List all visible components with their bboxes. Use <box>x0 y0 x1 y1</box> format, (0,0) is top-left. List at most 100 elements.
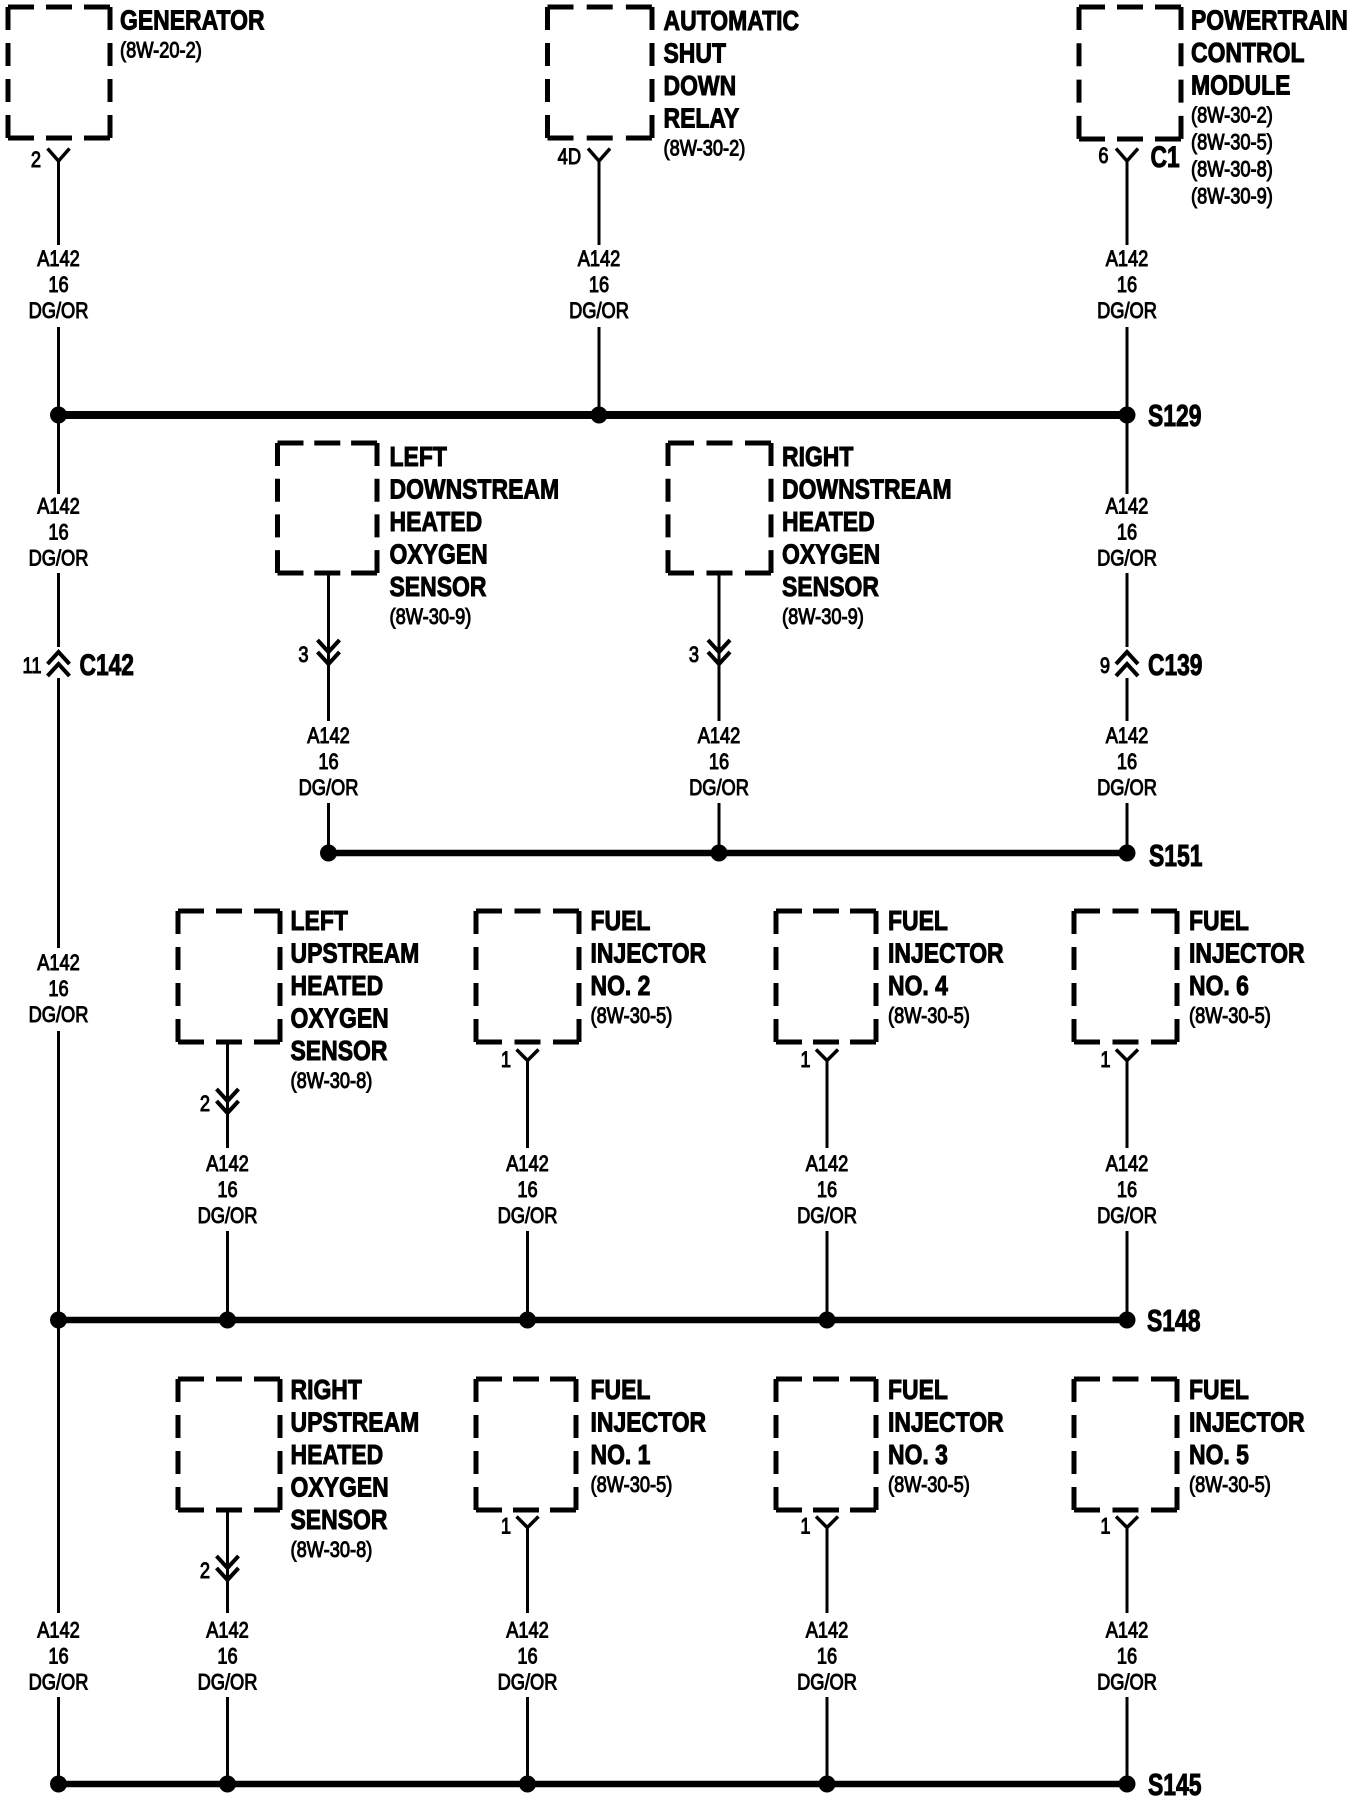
svg-text:DG/OR: DG/OR <box>1097 1671 1157 1695</box>
svg-text:DOWNSTREAM: DOWNSTREAM <box>782 474 952 505</box>
svg-text:OXYGEN: OXYGEN <box>390 539 488 570</box>
svg-text:FUEL: FUEL <box>888 1375 948 1406</box>
svg-text:16: 16 <box>48 274 68 298</box>
svg-text:16: 16 <box>709 751 729 775</box>
svg-text:A142: A142 <box>206 1153 249 1177</box>
svg-text:(8W-30-5): (8W-30-5) <box>591 1005 673 1029</box>
svg-text:16: 16 <box>517 1645 537 1669</box>
svg-text:DG/OR: DG/OR <box>198 1205 258 1229</box>
svg-text:SENSOR: SENSOR <box>291 1036 388 1067</box>
svg-text:2: 2 <box>200 1093 210 1117</box>
svg-text:DG/OR: DG/OR <box>1097 300 1157 324</box>
svg-text:16: 16 <box>48 521 68 545</box>
svg-text:2: 2 <box>31 149 41 173</box>
svg-text:A142: A142 <box>206 1619 249 1643</box>
svg-text:SENSOR: SENSOR <box>782 572 879 603</box>
svg-text:POWERTRAIN: POWERTRAIN <box>1191 5 1348 36</box>
svg-text:C139: C139 <box>1148 648 1202 682</box>
svg-text:1: 1 <box>501 1515 511 1539</box>
svg-text:11: 11 <box>23 655 42 679</box>
svg-text:OXYGEN: OXYGEN <box>291 1472 389 1503</box>
svg-text:S151: S151 <box>1149 838 1203 873</box>
svg-text:FUEL: FUEL <box>888 906 948 937</box>
svg-text:DG/OR: DG/OR <box>29 547 89 571</box>
svg-text:16: 16 <box>217 1645 237 1669</box>
svg-text:NO. 2: NO. 2 <box>591 971 651 1002</box>
svg-text:16: 16 <box>1117 1179 1137 1203</box>
svg-text:INJECTOR: INJECTOR <box>888 1407 1004 1438</box>
svg-text:DG/OR: DG/OR <box>1097 547 1157 571</box>
svg-text:OXYGEN: OXYGEN <box>782 539 880 570</box>
svg-text:DOWNSTREAM: DOWNSTREAM <box>390 474 560 505</box>
svg-text:DG/OR: DG/OR <box>29 1671 89 1695</box>
svg-text:C1: C1 <box>1151 140 1180 174</box>
svg-text:16: 16 <box>48 1645 68 1669</box>
svg-text:INJECTOR: INJECTOR <box>1189 938 1305 969</box>
svg-text:A142: A142 <box>806 1153 849 1177</box>
svg-text:MODULE: MODULE <box>1191 70 1290 101</box>
svg-text:INJECTOR: INJECTOR <box>591 938 707 969</box>
svg-text:DG/OR: DG/OR <box>689 777 749 801</box>
svg-text:16: 16 <box>318 751 338 775</box>
svg-text:DG/OR: DG/OR <box>29 1004 89 1028</box>
svg-text:A142: A142 <box>806 1619 849 1643</box>
svg-text:A142: A142 <box>1106 495 1149 519</box>
svg-text:RIGHT: RIGHT <box>782 442 854 473</box>
svg-text:NO. 4: NO. 4 <box>888 971 949 1002</box>
svg-text:(8W-30-5): (8W-30-5) <box>1189 1474 1271 1498</box>
svg-text:NO. 1: NO. 1 <box>591 1440 651 1471</box>
svg-text:DG/OR: DG/OR <box>498 1205 558 1229</box>
svg-text:DG/OR: DG/OR <box>797 1205 857 1229</box>
svg-text:A142: A142 <box>578 248 621 272</box>
svg-text:DG/OR: DG/OR <box>299 777 359 801</box>
svg-text:2: 2 <box>200 1560 210 1584</box>
svg-text:INJECTOR: INJECTOR <box>888 938 1004 969</box>
svg-text:(8W-30-8): (8W-30-8) <box>1191 158 1273 182</box>
svg-text:HEATED: HEATED <box>782 507 875 538</box>
svg-text:DG/OR: DG/OR <box>797 1671 857 1695</box>
svg-text:(8W-30-5): (8W-30-5) <box>1189 1005 1271 1029</box>
svg-text:RELAY: RELAY <box>664 103 740 134</box>
svg-text:C142: C142 <box>80 648 134 682</box>
svg-text:(8W-30-9): (8W-30-9) <box>782 606 864 630</box>
svg-text:(8W-30-5): (8W-30-5) <box>888 1474 970 1498</box>
svg-text:16: 16 <box>589 274 609 298</box>
svg-text:(8W-30-9): (8W-30-9) <box>390 606 472 630</box>
svg-text:A142: A142 <box>1106 725 1149 749</box>
svg-text:1: 1 <box>1100 1515 1110 1539</box>
svg-text:LEFT: LEFT <box>291 906 349 937</box>
svg-text:A142: A142 <box>37 952 80 976</box>
svg-text:FUEL: FUEL <box>591 906 651 937</box>
svg-text:16: 16 <box>1117 521 1137 545</box>
svg-text:FUEL: FUEL <box>1189 1375 1249 1406</box>
svg-text:1: 1 <box>1100 1049 1110 1073</box>
svg-text:RIGHT: RIGHT <box>291 1375 363 1406</box>
svg-text:(8W-20-2): (8W-20-2) <box>120 39 202 63</box>
svg-text:1: 1 <box>800 1049 810 1073</box>
svg-text:DOWN: DOWN <box>664 71 737 102</box>
svg-text:1: 1 <box>800 1515 810 1539</box>
svg-text:CONTROL: CONTROL <box>1191 38 1304 69</box>
svg-text:FUEL: FUEL <box>591 1375 651 1406</box>
svg-text:16: 16 <box>1117 1645 1137 1669</box>
svg-text:UPSTREAM: UPSTREAM <box>291 1407 420 1438</box>
svg-text:9: 9 <box>1100 655 1110 679</box>
svg-text:(8W-30-8): (8W-30-8) <box>291 1070 373 1094</box>
svg-text:3: 3 <box>689 644 699 668</box>
svg-text:A142: A142 <box>37 1619 80 1643</box>
svg-text:HEATED: HEATED <box>291 1440 384 1471</box>
svg-text:SHUT: SHUT <box>664 38 727 69</box>
svg-text:A142: A142 <box>1106 1153 1149 1177</box>
svg-text:OXYGEN: OXYGEN <box>291 1003 389 1034</box>
svg-text:(8W-30-2): (8W-30-2) <box>1191 104 1273 128</box>
svg-text:(8W-30-5): (8W-30-5) <box>1191 131 1273 155</box>
svg-text:INJECTOR: INJECTOR <box>591 1407 707 1438</box>
svg-text:16: 16 <box>1117 751 1137 775</box>
svg-text:6: 6 <box>1098 145 1108 169</box>
svg-text:(8W-30-9): (8W-30-9) <box>1191 185 1273 209</box>
svg-text:DG/OR: DG/OR <box>198 1671 258 1695</box>
svg-text:16: 16 <box>1117 274 1137 298</box>
svg-text:(8W-30-2): (8W-30-2) <box>664 137 746 161</box>
svg-text:16: 16 <box>817 1179 837 1203</box>
svg-text:AUTOMATIC: AUTOMATIC <box>664 6 800 37</box>
